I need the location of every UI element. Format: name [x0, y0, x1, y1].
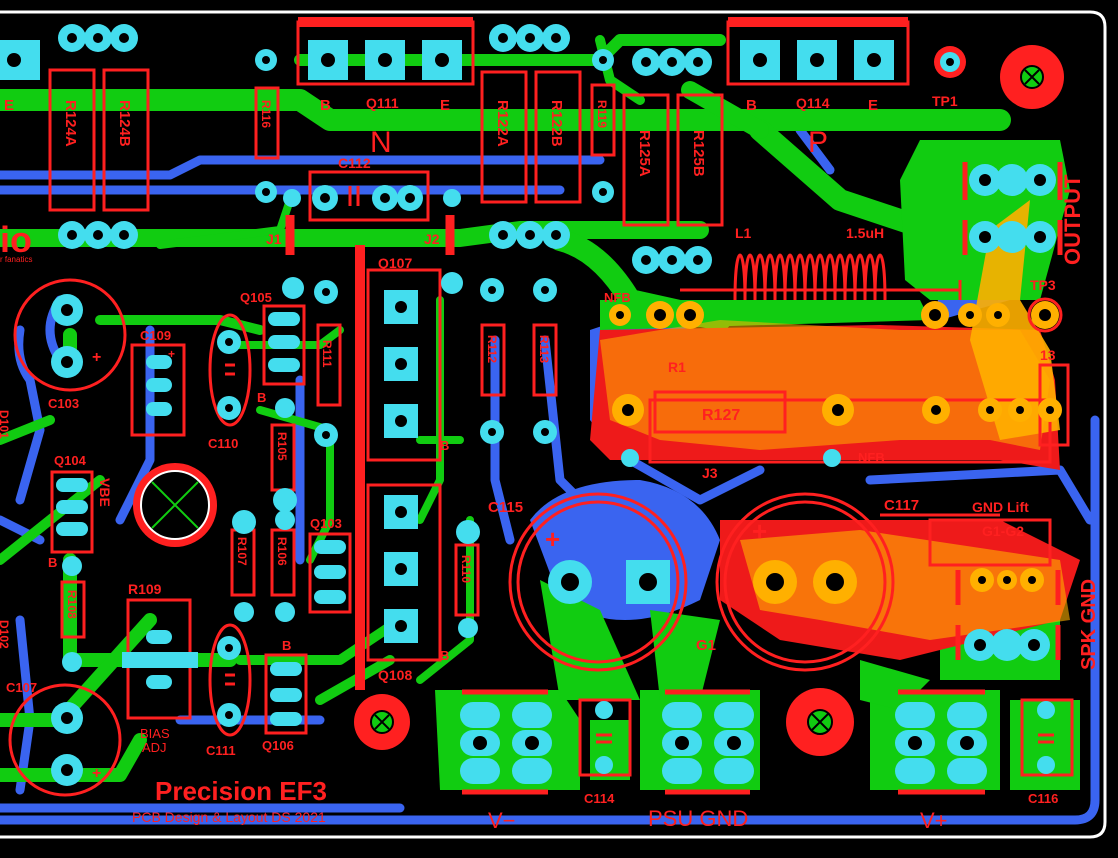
label-c107: C107 — [6, 680, 37, 695]
label-c116: C116 — [1028, 791, 1058, 806]
label-q111: Q111 — [366, 95, 399, 111]
label-q107: Q107 — [378, 255, 412, 271]
board-title: Precision EF3 — [155, 776, 327, 806]
pin-b-q107: B — [440, 438, 449, 453]
label-r109: R109 — [128, 581, 162, 597]
label-r124a: R124A — [62, 100, 79, 147]
logo-text: io — [0, 219, 32, 260]
pin-b-q108: B — [440, 648, 449, 663]
label-c109: C109 — [140, 328, 171, 343]
label-v-plus: V+ — [920, 808, 948, 833]
pin-e-q114: E — [868, 97, 878, 114]
label-output: OUTPUT — [1060, 174, 1085, 265]
label-c117: C117 — [884, 497, 919, 514]
label-c115: C115 — [488, 499, 523, 516]
label-r119: R119 — [595, 100, 609, 128]
label-q108: Q108 — [378, 667, 412, 683]
label-r113: R113 — [537, 335, 551, 363]
label-vbe: VBE — [97, 478, 113, 507]
label-psu-gnd: PSU GND — [648, 806, 748, 831]
label-r111: R111 — [320, 340, 334, 368]
label-r125b: R125B — [690, 130, 707, 177]
label-q103: Q103 — [310, 516, 342, 531]
label-r125a: R125A — [636, 130, 653, 177]
top-copper — [0, 34, 1011, 782]
label-d102: D102 — [0, 620, 11, 649]
pin-b-q106: B — [282, 638, 291, 653]
label-r106: R106 — [275, 537, 289, 566]
label-bias: BIAS — [140, 726, 170, 741]
label-j3: J3 — [702, 465, 718, 481]
channel-p: P — [808, 126, 828, 159]
label-r127: R127 — [702, 407, 740, 424]
polarity-c117: + — [752, 516, 767, 546]
mounting-holes — [133, 45, 1064, 756]
board-outline — [0, 10, 1107, 839]
label-inductor-value: 1.5uH — [846, 225, 884, 241]
pin-b-q111: B — [320, 97, 331, 114]
label-r-partial: R1 — [668, 359, 686, 375]
label-c111: C111 — [206, 743, 236, 758]
label-r112: R112 — [485, 335, 499, 363]
logo-subtext: r fanatics — [0, 255, 32, 264]
pin-b-q114: B — [746, 97, 757, 114]
label-v-minus: V− — [488, 808, 516, 833]
label-r107: R107 — [235, 537, 249, 566]
label-adj: ADJ — [142, 740, 167, 755]
label-nfb-bottom: NFB — [858, 450, 885, 465]
label-c114: C114 — [584, 791, 615, 806]
label-q114: Q114 — [796, 95, 830, 111]
label-spk-gnd: SPK GND — [1078, 579, 1100, 670]
label-gnd-lift: GND Lift — [972, 499, 1029, 515]
label-r124b: R124B — [116, 100, 133, 147]
polarity-c107: + — [92, 765, 101, 782]
label-j1: J1 — [266, 231, 282, 247]
label-c103: C103 — [48, 396, 79, 411]
label-l1: L1 — [735, 225, 752, 241]
silkscreen — [8, 17, 1074, 797]
pads — [0, 24, 1063, 786]
pin-e-q111: E — [440, 97, 450, 114]
label-nfb-top: NFB — [604, 290, 631, 305]
pin-e-left: E — [4, 97, 14, 114]
label-j2: J2 — [424, 231, 440, 247]
label-q105: Q105 — [240, 290, 272, 305]
label-q106: Q106 — [262, 738, 294, 753]
label-c112: C112 — [338, 155, 371, 171]
label-r122a: R122A — [494, 100, 511, 147]
pin-b-q104: B — [48, 555, 57, 570]
label-r13-partial: 13 — [1040, 347, 1056, 363]
pin-b-q105: B — [257, 390, 266, 405]
label-c110: C110 — [208, 436, 238, 451]
label-r116: R116 — [259, 100, 273, 128]
polarity-c109: + — [168, 347, 175, 361]
label-tp3: TP3 — [1030, 277, 1056, 293]
label-r108: R108 — [65, 590, 79, 619]
label-q104: Q104 — [54, 453, 87, 468]
channel-n: N — [370, 126, 392, 159]
label-r105: R105 — [275, 432, 289, 461]
polarity-c103: + — [92, 349, 101, 366]
label-r110: R110 — [459, 555, 473, 583]
label-r122b: R122B — [548, 100, 565, 147]
label-d101: D101 — [0, 410, 11, 439]
label-tp1: TP1 — [932, 93, 958, 109]
board-credit: PCB Design & Layout DS 2021 — [132, 809, 326, 825]
label-g1: G1 — [696, 637, 716, 654]
polarity-c115: + — [545, 524, 560, 554]
label-g1-g2: G1-G2 — [982, 523, 1024, 539]
